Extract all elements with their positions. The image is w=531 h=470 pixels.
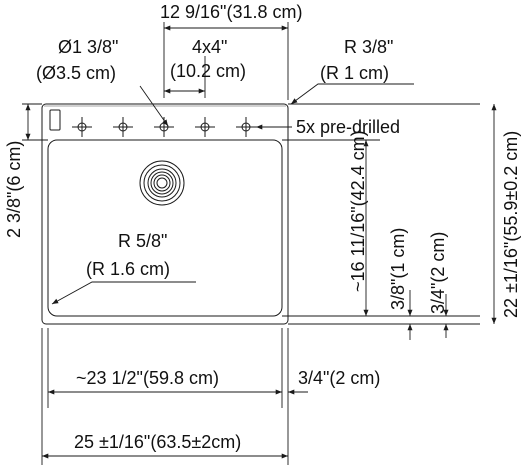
hole-diameter-metric-label: (Ø3.5 cm)	[36, 63, 116, 83]
hole-spacing-label: 4x4"	[192, 37, 227, 57]
tap-hole	[113, 117, 133, 137]
sink-bowl-outline	[47, 139, 283, 317]
deck-depth-label: 2 3/8"(6 cm)	[4, 141, 24, 238]
brand-plate	[49, 109, 61, 131]
hole-diameter-label: Ø1 3/8"	[58, 37, 118, 57]
bowl-radius-leader	[51, 281, 196, 305]
corner-radius-metric-label: (R 1 cm)	[320, 63, 389, 83]
overall-width-label: 25 ±1/16"(63.5±2cm)	[74, 432, 241, 452]
sink-outer-outline	[41, 103, 289, 325]
pre-drilled-label: 5x pre-drilled	[296, 117, 400, 137]
top-width-label: 12 9/16"(31.8 cm)	[160, 2, 302, 22]
hole-spacing-metric-label: (10.2 cm)	[170, 61, 246, 81]
overall-depth-label: 22 ±1/16"(55.9±0.2 cm)	[501, 131, 521, 318]
side-lip-label: 3/4"(2 cm)	[298, 368, 380, 388]
corner-radius-label: R 3/8"	[344, 37, 393, 57]
drain-icon	[139, 160, 185, 206]
pre-drilled-holes	[72, 117, 256, 137]
tap-hole	[195, 117, 215, 137]
bowl-depth-label: ~16 11/16"(42.4 cm)	[348, 130, 368, 292]
bowl-width-label: ~23 1/2"(59.8 cm)	[76, 368, 219, 388]
front-offset-label: 3/8"(1 cm)	[388, 228, 408, 310]
bowl-radius-label: R 5/8"	[118, 231, 167, 251]
tap-hole	[236, 117, 256, 137]
corner-radius-leader	[290, 83, 414, 105]
front-lip-label: 3/4"(2 cm)	[428, 232, 448, 314]
hole-diameter-leader	[139, 85, 169, 127]
tap-hole	[72, 117, 92, 137]
bowl-radius-metric-label: (R 1.6 cm)	[86, 259, 170, 279]
